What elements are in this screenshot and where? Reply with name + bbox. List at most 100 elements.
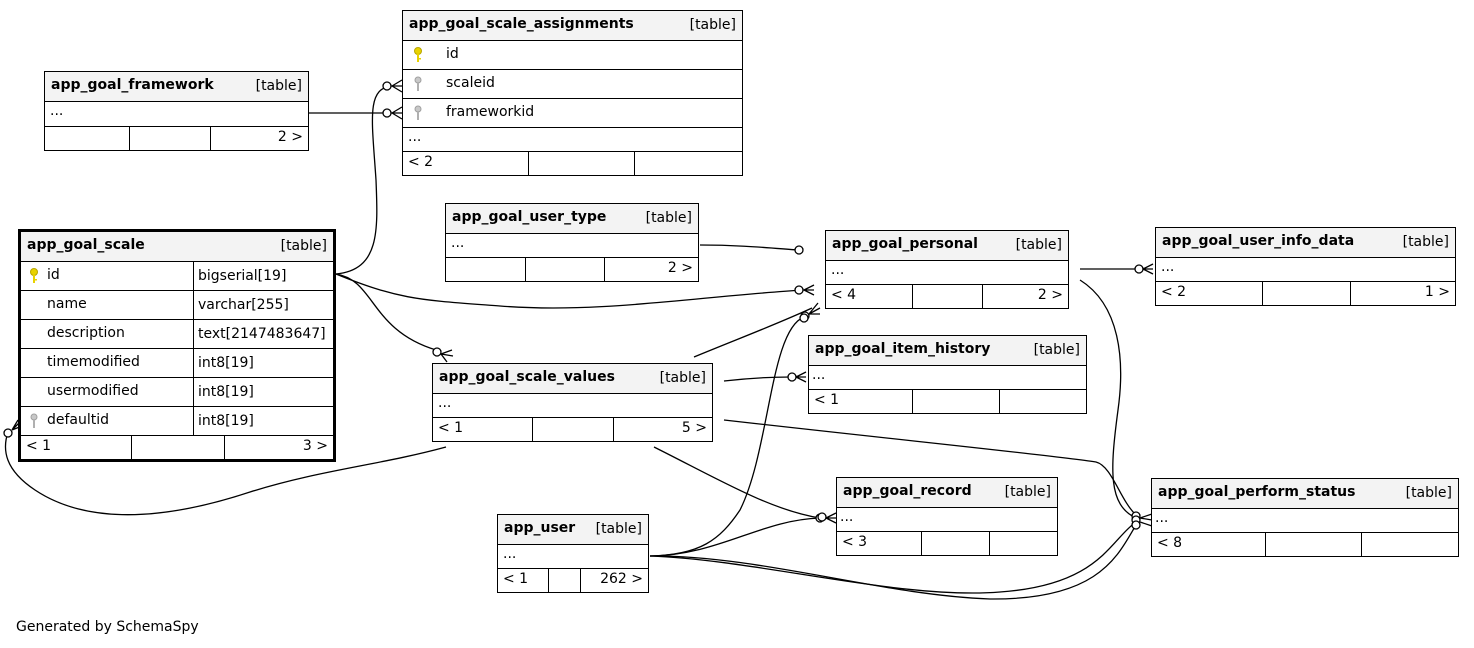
- footer-parents-count: < 3: [842, 534, 868, 550]
- end-circle: [787, 372, 797, 382]
- table-app-goal-item-history[interactable]: app_goal_item_history [table] ... < 1: [808, 335, 1087, 414]
- end-circle: [1134, 264, 1144, 274]
- table-header: app_user [table]: [498, 515, 648, 545]
- table-header: app_goal_scale_values [table]: [433, 364, 712, 394]
- footer-children-count: 2 >: [1037, 287, 1063, 303]
- table-app-goal-user-type[interactable]: app_goal_user_type [table] ... 2 >: [445, 203, 699, 282]
- ellipsis-row: ...: [403, 128, 742, 152]
- ellipsis-row: ...: [433, 394, 712, 418]
- ellipsis-row: ...: [45, 102, 308, 127]
- table-name: app_goal_scale_assignments: [409, 16, 634, 32]
- table-type: [table]: [280, 238, 327, 254]
- edge-scale-scalevalues: [335, 273, 437, 351]
- edge-personal-performstatus: [1079, 279, 1137, 519]
- ellipsis: ...: [50, 103, 64, 119]
- ellipsis: ...: [408, 129, 422, 145]
- edge-scalevalues-performstatus: [723, 419, 1137, 516]
- footer-children-count: 262 >: [600, 571, 643, 587]
- table-type: [table]: [1405, 485, 1452, 501]
- edge-user-performstatus-1: [649, 521, 1137, 594]
- column-row: frameworkid: [403, 99, 742, 128]
- end-circle: [382, 81, 392, 91]
- table-name: app_goal_framework: [51, 77, 214, 93]
- table-header: app_goal_item_history [table]: [809, 336, 1086, 366]
- edge-scalevalues-record: [653, 446, 821, 519]
- table-footer: < 1 5 >: [433, 418, 712, 441]
- end-circle: [1131, 520, 1141, 530]
- column-row: timemodified int8[19]: [21, 349, 333, 378]
- column-name: id: [446, 46, 459, 62]
- foreign-key-icon: [29, 413, 39, 433]
- table-header: app_goal_user_type [table]: [446, 204, 698, 234]
- end-circle: [432, 347, 442, 357]
- table-type: [table]: [1402, 234, 1449, 250]
- table-footer: < 4 2 >: [826, 285, 1068, 308]
- table-app-goal-personal[interactable]: app_goal_personal [table] ... < 4 2 >: [825, 230, 1069, 309]
- table-header: app_goal_scale [table]: [21, 232, 333, 262]
- table-app-goal-scale[interactable]: app_goal_scale [table] id bigserial[19] …: [18, 229, 336, 462]
- table-type: [table]: [689, 17, 736, 33]
- column-name: description: [47, 325, 125, 341]
- table-name: app_goal_scale_values: [439, 369, 615, 385]
- column-row: id: [403, 41, 742, 70]
- footer-parents-count: < 4: [831, 287, 857, 303]
- generated-by-note: Generated by SchemaSpy: [16, 619, 199, 635]
- ellipsis: ...: [840, 509, 854, 525]
- table-header: app_goal_framework [table]: [45, 72, 308, 102]
- edge-scale-personal: [335, 273, 805, 309]
- edge-user-performstatus-2: [649, 524, 1137, 600]
- footer-children-count: 3 >: [302, 438, 328, 454]
- ellipsis-row: ...: [837, 508, 1057, 532]
- column-name: timemodified: [47, 354, 140, 370]
- primary-key-icon: [29, 268, 39, 288]
- table-type: [table]: [595, 521, 642, 537]
- column-name: frameworkid: [446, 104, 535, 120]
- footer-parents-count: < 1: [503, 571, 529, 587]
- column-name: usermodified: [47, 383, 139, 399]
- table-app-user[interactable]: app_user [table] ... < 1 262 >: [497, 514, 649, 593]
- column-type: bigserial[19]: [193, 262, 286, 290]
- table-name: app_goal_user_type: [452, 209, 607, 225]
- end-circle: [382, 108, 392, 118]
- table-name: app_goal_record: [843, 483, 972, 499]
- table-app-goal-scale-assignments[interactable]: app_goal_scale_assignments [table] id sc…: [402, 10, 743, 176]
- ellipsis-row: ...: [809, 366, 1086, 390]
- footer-parents-count: < 2: [1161, 284, 1187, 300]
- column-type: text[2147483647]: [193, 320, 326, 348]
- table-footer: < 2: [403, 152, 742, 175]
- table-footer: < 1 3 >: [21, 436, 333, 459]
- edge-scalevalues-itemhistory: [723, 376, 792, 382]
- column-row: id bigserial[19]: [21, 262, 333, 291]
- ellipsis: ...: [1155, 510, 1169, 526]
- footer-parents-count: < 1: [26, 438, 52, 454]
- footer-parents-count: < 2: [408, 154, 434, 170]
- foreign-key-icon: [413, 105, 423, 125]
- table-name: app_goal_user_info_data: [1162, 233, 1355, 249]
- table-footer: 2 >: [45, 127, 308, 150]
- foreign-key-icon: [413, 76, 423, 96]
- ellipsis: ...: [438, 395, 452, 411]
- table-app-goal-perform-status[interactable]: app_goal_perform_status [table] ... < 8: [1151, 478, 1459, 557]
- table-name: app_user: [504, 520, 576, 536]
- table-app-goal-scale-values[interactable]: app_goal_scale_values [table] ... < 1 5 …: [432, 363, 713, 442]
- ellipsis-row: ...: [446, 234, 698, 258]
- edge-user-personal: [649, 316, 805, 557]
- ellipsis-row: ...: [826, 261, 1068, 285]
- column-row: usermodified int8[19]: [21, 378, 333, 407]
- ellipsis: ...: [503, 546, 517, 562]
- column-type: int8[19]: [193, 349, 254, 377]
- column-type: varchar[255]: [193, 291, 289, 319]
- table-app-goal-record[interactable]: app_goal_record [table] ... < 3: [836, 477, 1058, 556]
- table-name: app_goal_scale: [27, 237, 145, 253]
- column-type: int8[19]: [193, 407, 254, 435]
- column-name: defaultid: [47, 412, 110, 428]
- column-row: description text[2147483647]: [21, 320, 333, 349]
- table-app-goal-framework[interactable]: app_goal_framework [table] ... 2 >: [44, 71, 309, 151]
- table-app-goal-user-info-data[interactable]: app_goal_user_info_data [table] ... < 2 …: [1155, 227, 1456, 306]
- table-footer: 2 >: [446, 258, 698, 281]
- end-circle: [3, 428, 13, 438]
- table-header: app_goal_record [table]: [837, 478, 1057, 508]
- end-circle: [794, 245, 804, 255]
- table-footer: < 2 1 >: [1156, 282, 1455, 305]
